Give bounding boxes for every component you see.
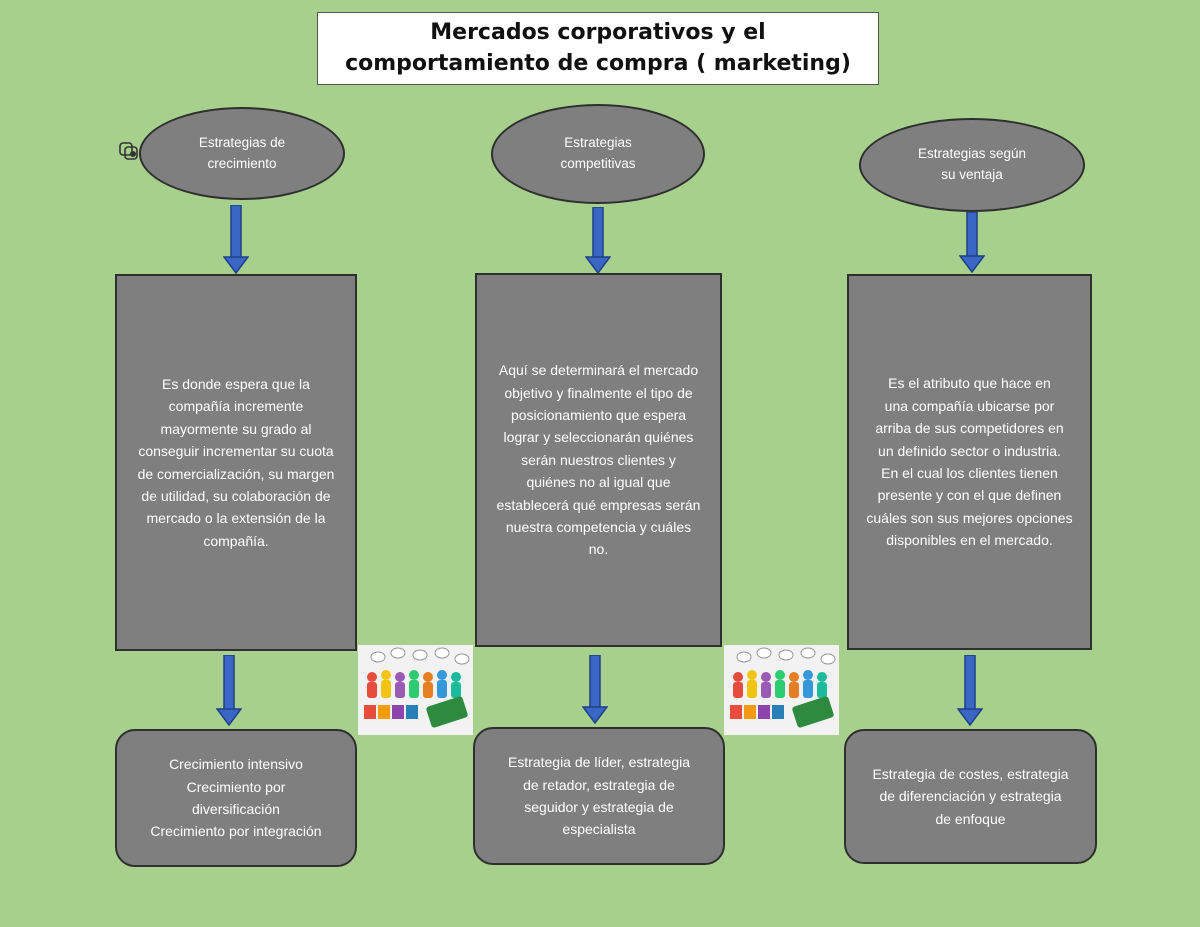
people-network-image bbox=[358, 645, 473, 735]
heading-ellipse-crecimiento: Estrategias de crecimiento bbox=[139, 107, 345, 200]
description-text: Es donde espera que la compañía incremen… bbox=[137, 375, 335, 549]
heading-ellipse-competitivas: Estrategias competitivas bbox=[491, 104, 705, 204]
description-text: Es el atributo que hace en una compañía … bbox=[866, 375, 1073, 549]
down-arrow-icon bbox=[959, 212, 985, 274]
down-arrow-icon bbox=[585, 207, 611, 275]
diagram-title: Mercados corporativos y el comportamient… bbox=[317, 12, 879, 85]
description-text: Aquí se determinará el mercado objetivo … bbox=[496, 362, 701, 558]
result-text: Crecimiento intensivo Crecimiento por di… bbox=[150, 756, 322, 840]
result-box-competitivas: Estrategia de líder, estrategia de retad… bbox=[473, 727, 725, 865]
diagram-title-text: Mercados corporativos y el comportamient… bbox=[345, 20, 851, 76]
result-text: Estrategia de costes, estrategia de dife… bbox=[872, 765, 1069, 827]
description-box-crecimiento: Es donde espera que la compañía incremen… bbox=[115, 274, 357, 651]
heading-label: Estrategias de crecimiento bbox=[198, 134, 286, 171]
description-box-ventaja: Es el atributo que hace en una compañía … bbox=[847, 274, 1092, 650]
down-arrow-icon bbox=[582, 655, 608, 725]
result-text: Estrategia de líder, estrategia de retad… bbox=[507, 754, 691, 838]
down-arrow-icon bbox=[957, 655, 983, 727]
description-box-competitivas: Aquí se determinará el mercado objetivo … bbox=[475, 273, 722, 647]
result-box-crecimiento: Crecimiento intensivo Crecimiento por di… bbox=[115, 729, 357, 867]
down-arrow-icon bbox=[216, 655, 242, 727]
heading-label: Estrategias competitivas bbox=[560, 135, 636, 171]
result-box-ventaja: Estrategia de costes, estrategia de dife… bbox=[844, 729, 1097, 864]
link-icon bbox=[119, 142, 138, 160]
heading-label: Estrategias según su ventaja bbox=[917, 146, 1027, 182]
down-arrow-icon bbox=[223, 205, 249, 275]
heading-ellipse-ventaja: Estrategias según su ventaja bbox=[859, 118, 1085, 212]
people-network-image bbox=[724, 645, 839, 735]
